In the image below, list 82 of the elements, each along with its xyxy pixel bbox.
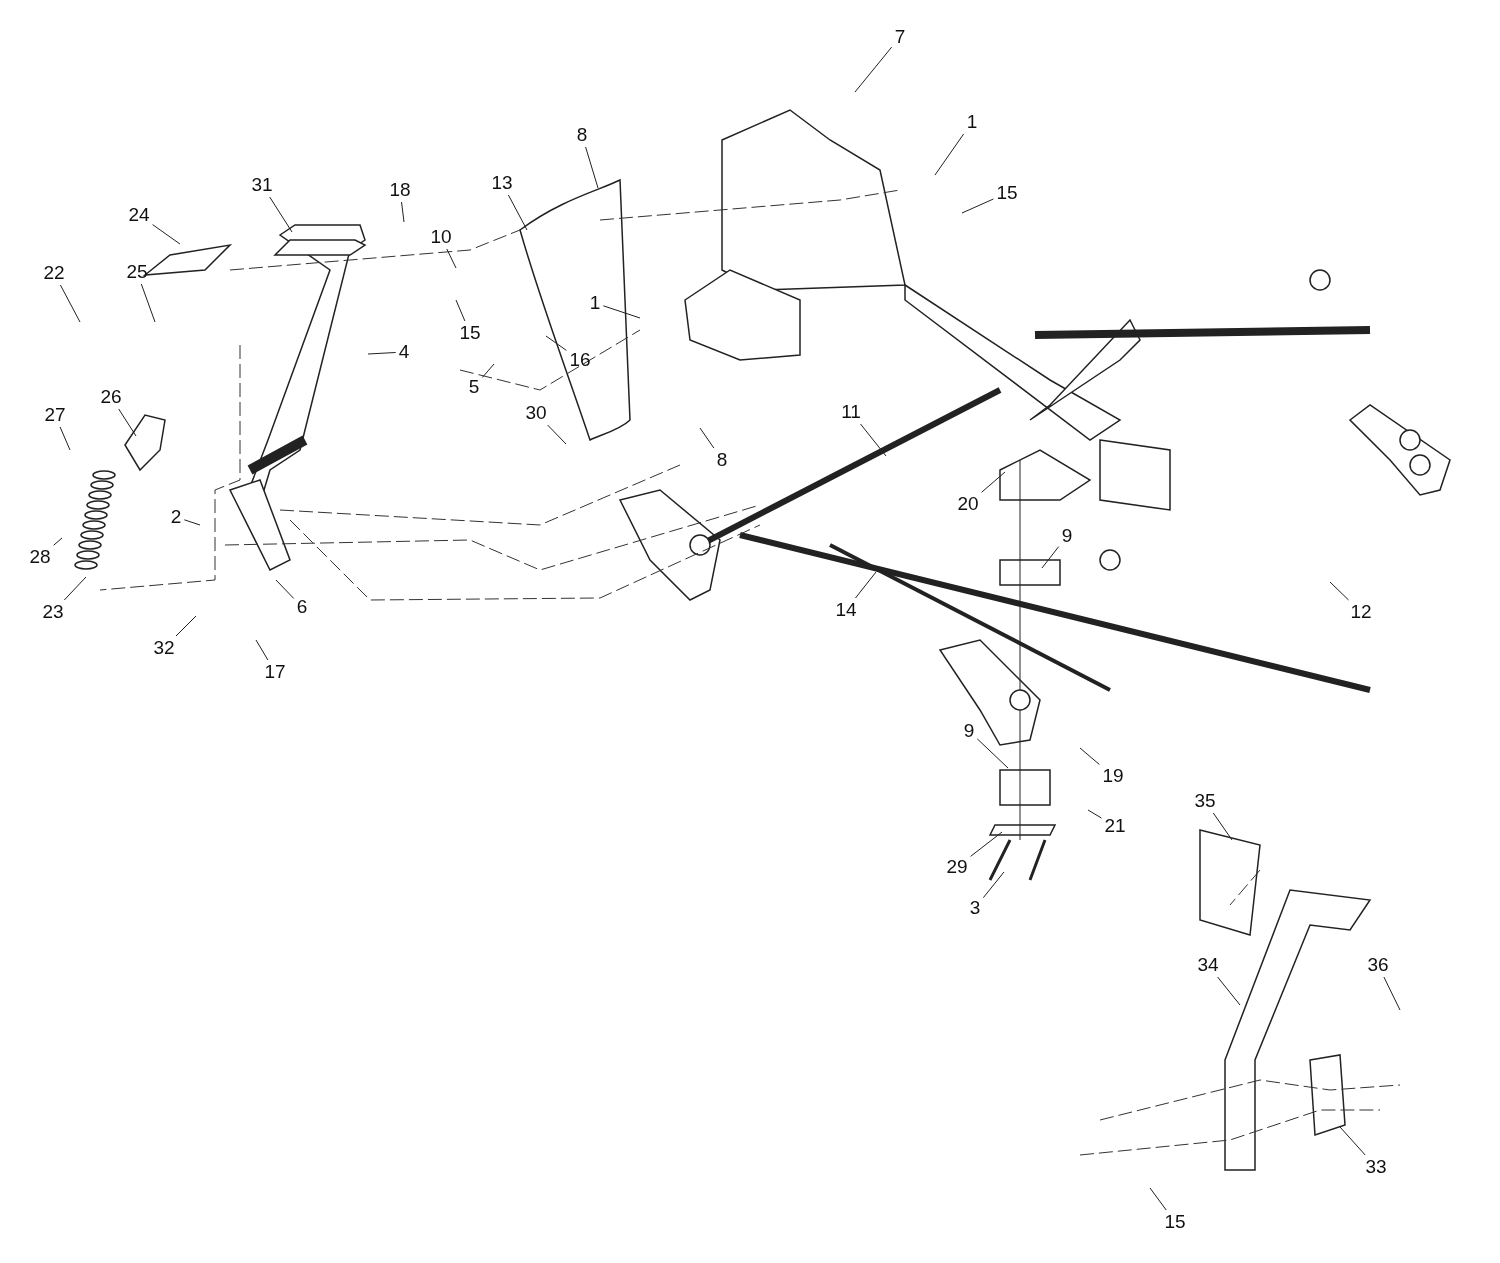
leader-line	[275, 579, 295, 599]
callout-number: 27	[43, 405, 67, 425]
callout-number: 15	[458, 323, 482, 343]
leader-line	[507, 194, 528, 231]
callout-number: 13	[490, 173, 514, 193]
leader-line	[602, 305, 641, 319]
leader-line	[53, 537, 63, 546]
leader-line	[976, 738, 1009, 769]
leader-line	[585, 146, 599, 189]
leader-line	[255, 639, 269, 661]
leader-line	[1212, 812, 1233, 841]
callout-number: 24	[127, 205, 151, 225]
leader-line	[401, 201, 405, 223]
leader-line	[481, 363, 495, 378]
callout-number: 26	[99, 387, 123, 407]
leader-line	[1383, 976, 1401, 1011]
leader-line	[934, 133, 965, 176]
callout-number: 21	[1103, 816, 1127, 836]
callout-number: 8	[575, 125, 589, 145]
leader-line	[63, 576, 87, 601]
callout-number: 10	[429, 227, 453, 247]
leader-line	[1149, 1187, 1167, 1211]
callout-number: 6	[295, 597, 309, 617]
leader-line	[446, 248, 457, 269]
callout-number: 36	[1366, 955, 1390, 975]
leader-line	[860, 423, 887, 457]
leader-line	[855, 571, 877, 599]
callout-number: 14	[834, 600, 858, 620]
callout-number: 9	[1060, 526, 1074, 546]
callout-number: 35	[1193, 791, 1217, 811]
callout-number: 20	[956, 494, 980, 514]
callout-number: 12	[1349, 602, 1373, 622]
callout-number: 28	[28, 547, 52, 567]
leader-line	[59, 284, 81, 323]
leader-line	[367, 352, 397, 355]
leader-line	[854, 46, 893, 93]
leader-line	[455, 299, 466, 322]
leader-line	[118, 408, 137, 437]
leader-line	[1041, 546, 1060, 569]
leader-line	[981, 471, 1006, 493]
callout-number: 8	[715, 450, 729, 470]
callout-number: 5	[467, 377, 481, 397]
leader-line	[1339, 1126, 1366, 1156]
callout-number: 19	[1101, 766, 1125, 786]
callout-number: 22	[42, 263, 66, 283]
callout-number: 1	[588, 293, 602, 313]
callout-number: 25	[125, 262, 149, 282]
callout-number: 15	[1163, 1212, 1187, 1232]
leader-line	[970, 831, 1003, 857]
callout-number: 30	[524, 403, 548, 423]
callout-number: 16	[568, 350, 592, 370]
leader-line	[1329, 581, 1350, 601]
leader-line	[961, 198, 994, 214]
leader-line	[1079, 747, 1100, 765]
leader-line	[152, 224, 181, 245]
leader-line	[1217, 976, 1241, 1006]
leader-line	[545, 335, 567, 351]
callout-number: 1	[965, 112, 979, 132]
callout-number: 17	[263, 662, 287, 682]
leader-line	[140, 283, 156, 323]
callout-number: 7	[893, 27, 907, 47]
callout-number: 2	[169, 507, 183, 527]
callout-number: 4	[397, 342, 411, 362]
callout-number: 31	[250, 175, 274, 195]
callout-number: 11	[840, 402, 862, 422]
callout-number: 29	[945, 857, 969, 877]
leader-line	[1087, 809, 1102, 819]
callout-number: 18	[388, 180, 412, 200]
callout-number: 34	[1196, 955, 1220, 975]
callout-number: 23	[41, 602, 65, 622]
callout-number: 32	[152, 638, 176, 658]
leader-line	[59, 426, 71, 451]
leader-line	[175, 615, 197, 637]
leader-line	[269, 196, 293, 233]
leader-line	[547, 424, 567, 445]
leader-line	[699, 427, 715, 449]
leader-line	[183, 519, 201, 526]
callout-number: 3	[968, 898, 982, 918]
callout-number: 15	[995, 183, 1019, 203]
callout-number: 9	[962, 721, 976, 741]
callout-number: 33	[1364, 1157, 1388, 1177]
leader-line	[982, 871, 1005, 899]
